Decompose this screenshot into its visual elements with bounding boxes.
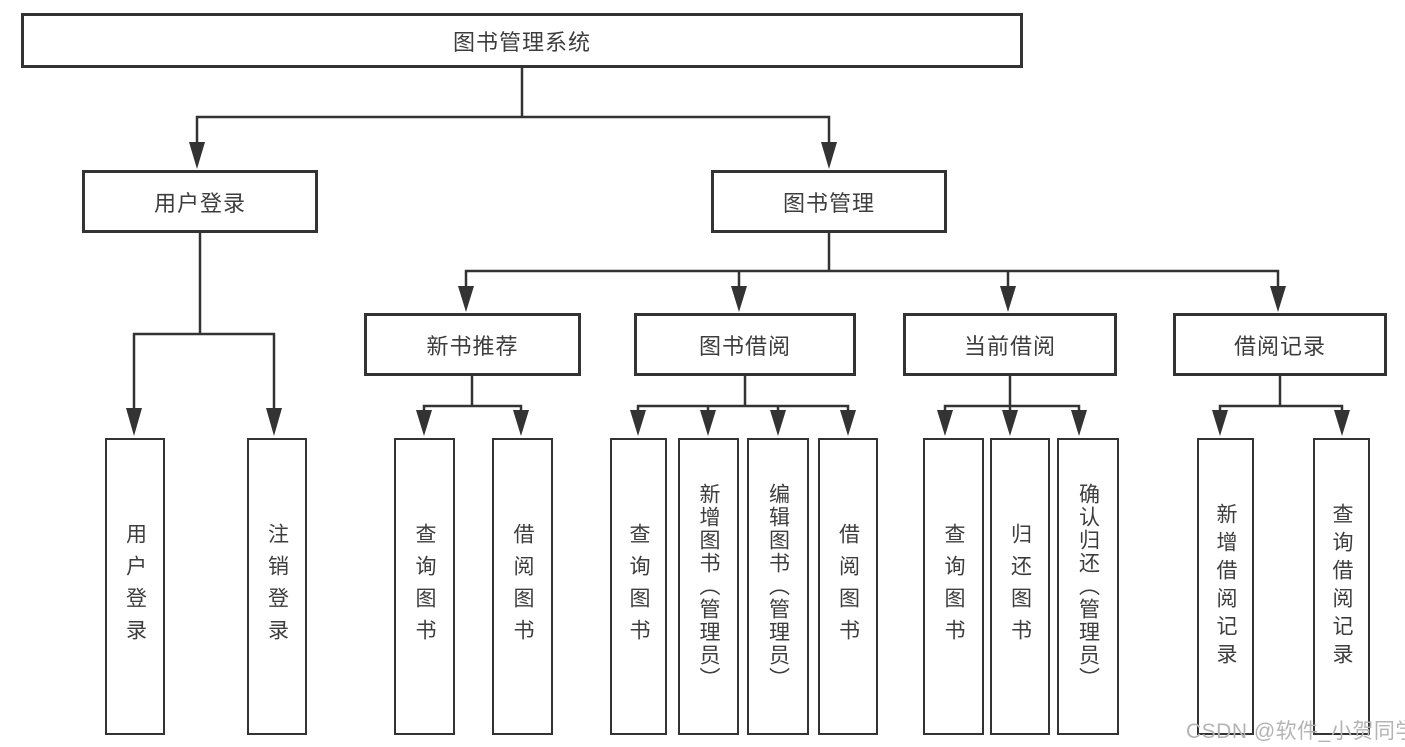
leaf-query-books-recommend: 查询图书 [394,438,455,735]
arrowhead [1334,410,1350,436]
arrowhead [770,410,786,436]
arrowhead [513,410,529,436]
arrowhead [1000,286,1016,312]
arrowhead [1071,410,1087,436]
arrowhead [700,410,716,436]
leaf-query-books-current: 查询图书 [923,438,984,735]
arrowhead [189,142,205,169]
arrowhead [266,408,282,436]
arrowhead [821,142,837,169]
leaf-query-books-borrow: 查询图书 [610,438,667,735]
leaf-edit-book-admin: 编辑图书（管理员） [747,438,809,735]
arrowhead [937,410,953,436]
node-library-management-system: 图书管理系统 [21,13,1023,68]
arrowhead-group [126,142,1350,436]
arrowhead [458,286,474,312]
leaf-confirm-return-admin: 确认归还（管理员） [1057,438,1119,735]
arrowhead [840,410,856,436]
leaf-logout: 注销登录 [247,438,307,735]
node-book-management: 图书管理 [711,170,947,233]
node-new-book-recommendation: 新书推荐 [364,313,581,376]
arrowhead [1002,410,1018,436]
node-borrowing-records: 借阅记录 [1173,313,1387,376]
arrowhead [630,410,646,436]
arrowhead [731,286,747,312]
leaf-add-book-admin: 新增图书（管理员） [678,438,739,735]
leaf-user-login: 用户登录 [105,438,165,735]
arrowhead [126,408,142,436]
csdn-watermark: CSDN @软件_小贺同学 [1186,720,1405,743]
leaf-add-borrow-record: 新增借阅记录 [1197,438,1254,735]
node-book-borrowing: 图书借阅 [634,313,856,376]
leaf-borrow-books: 借阅图书 [818,438,878,735]
arrowhead [1270,286,1286,312]
leaf-query-borrow-record: 查询借阅记录 [1313,438,1370,735]
arrowhead [1212,410,1228,436]
leaf-borrow-books-recommend: 借阅图书 [492,438,553,735]
node-user-login: 用户登录 [82,170,318,233]
arrowhead [416,410,432,436]
node-current-borrowing: 当前借阅 [903,313,1117,376]
leaf-return-book: 归还图书 [990,438,1050,735]
